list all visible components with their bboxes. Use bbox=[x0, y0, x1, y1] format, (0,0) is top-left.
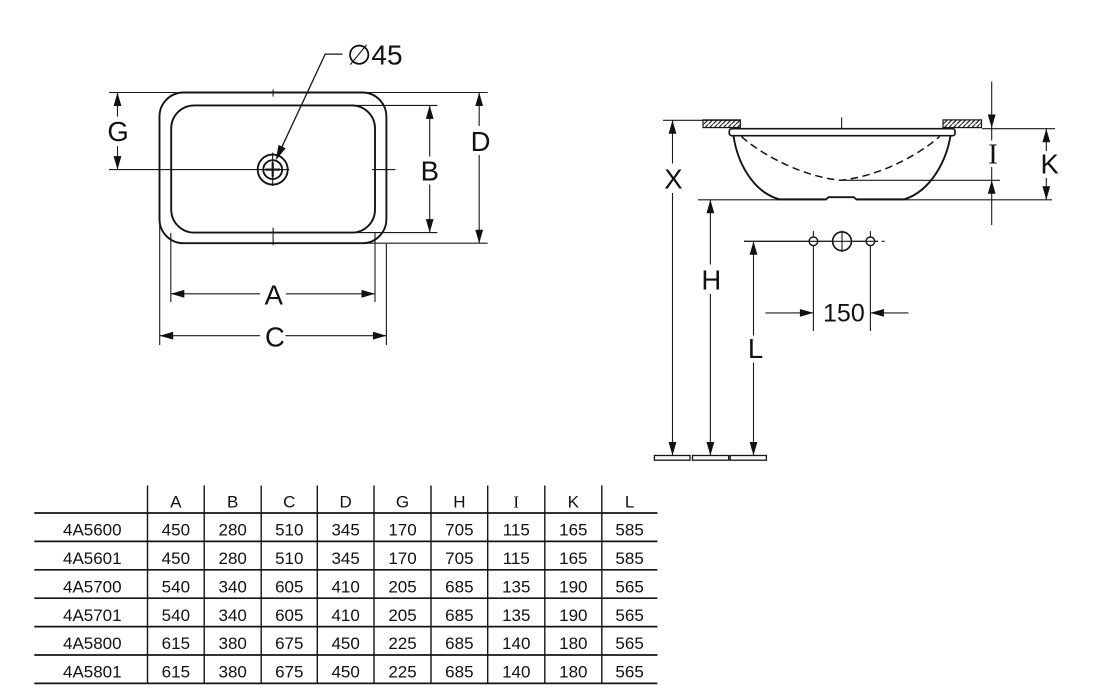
svg-text:135: 135 bbox=[502, 606, 530, 625]
svg-text:B: B bbox=[421, 156, 439, 187]
svg-text:115: 115 bbox=[503, 549, 530, 568]
svg-text:170: 170 bbox=[388, 549, 416, 568]
svg-text:345: 345 bbox=[331, 521, 359, 540]
svg-text:380: 380 bbox=[219, 634, 247, 653]
svg-text:585: 585 bbox=[615, 549, 643, 568]
svg-text:565: 565 bbox=[615, 663, 643, 682]
svg-text:H: H bbox=[453, 493, 465, 512]
svg-text:115: 115 bbox=[503, 521, 530, 540]
svg-text:225: 225 bbox=[388, 634, 416, 653]
svg-text:190: 190 bbox=[559, 577, 587, 596]
svg-text:705: 705 bbox=[445, 549, 473, 568]
svg-text:140: 140 bbox=[502, 663, 530, 682]
svg-text:605: 605 bbox=[275, 577, 303, 596]
svg-text:565: 565 bbox=[615, 634, 643, 653]
svg-text:340: 340 bbox=[219, 606, 247, 625]
svg-text:165: 165 bbox=[559, 521, 587, 540]
svg-text:L: L bbox=[625, 493, 634, 512]
svg-text:4A5801: 4A5801 bbox=[63, 663, 122, 682]
svg-text:205: 205 bbox=[388, 577, 416, 596]
svg-text:D: D bbox=[471, 126, 491, 157]
svg-text:4A5701: 4A5701 bbox=[63, 606, 122, 625]
svg-text:565: 565 bbox=[615, 606, 643, 625]
svg-text:150: 150 bbox=[823, 299, 865, 327]
svg-text:280: 280 bbox=[219, 521, 247, 540]
svg-text:180: 180 bbox=[559, 663, 587, 682]
svg-text:4A5700: 4A5700 bbox=[63, 577, 122, 596]
svg-text:I: I bbox=[513, 493, 519, 512]
svg-text:190: 190 bbox=[559, 606, 587, 625]
svg-text:A: A bbox=[265, 279, 284, 310]
svg-text:140: 140 bbox=[502, 634, 530, 653]
svg-text:A: A bbox=[170, 493, 182, 512]
svg-text:K: K bbox=[1041, 149, 1060, 180]
svg-text:605: 605 bbox=[275, 606, 303, 625]
svg-text:180: 180 bbox=[559, 634, 587, 653]
svg-text:4A5600: 4A5600 bbox=[63, 521, 122, 540]
svg-text:165: 165 bbox=[559, 549, 587, 568]
svg-text:L: L bbox=[748, 333, 763, 364]
svg-text:380: 380 bbox=[219, 663, 247, 682]
svg-text:510: 510 bbox=[275, 521, 303, 540]
svg-text:205: 205 bbox=[388, 606, 416, 625]
svg-text:C: C bbox=[265, 322, 285, 353]
svg-text:615: 615 bbox=[162, 634, 190, 653]
svg-text:4A5800: 4A5800 bbox=[63, 634, 122, 653]
svg-text:D: D bbox=[340, 493, 352, 512]
svg-text:685: 685 bbox=[445, 606, 473, 625]
svg-text:K: K bbox=[568, 493, 580, 512]
svg-text:675: 675 bbox=[275, 663, 303, 682]
svg-text:450: 450 bbox=[162, 521, 190, 540]
svg-text:170: 170 bbox=[388, 521, 416, 540]
svg-text:510: 510 bbox=[275, 549, 303, 568]
svg-text:4A5601: 4A5601 bbox=[63, 549, 122, 568]
svg-text:225: 225 bbox=[388, 663, 416, 682]
svg-text:280: 280 bbox=[219, 549, 247, 568]
svg-text:I: I bbox=[988, 140, 998, 171]
svg-text:410: 410 bbox=[331, 577, 359, 596]
svg-text:685: 685 bbox=[445, 634, 473, 653]
svg-text:345: 345 bbox=[331, 549, 359, 568]
svg-text:410: 410 bbox=[331, 606, 359, 625]
svg-text:540: 540 bbox=[162, 577, 190, 596]
svg-text:565: 565 bbox=[615, 577, 643, 596]
svg-text:H: H bbox=[701, 264, 721, 295]
svg-text:G: G bbox=[396, 493, 409, 512]
svg-text:450: 450 bbox=[331, 663, 359, 682]
svg-text:340: 340 bbox=[219, 577, 247, 596]
svg-text:∅45: ∅45 bbox=[347, 40, 403, 71]
svg-text:705: 705 bbox=[445, 521, 473, 540]
svg-text:C: C bbox=[283, 493, 295, 512]
svg-text:B: B bbox=[227, 493, 238, 512]
svg-text:675: 675 bbox=[275, 634, 303, 653]
svg-text:585: 585 bbox=[615, 521, 643, 540]
svg-text:685: 685 bbox=[445, 663, 473, 682]
svg-text:450: 450 bbox=[331, 634, 359, 653]
svg-text:685: 685 bbox=[445, 577, 473, 596]
svg-text:135: 135 bbox=[502, 577, 530, 596]
svg-text:615: 615 bbox=[162, 663, 190, 682]
svg-text:X: X bbox=[664, 163, 682, 194]
svg-text:G: G bbox=[107, 116, 128, 147]
svg-text:450: 450 bbox=[162, 549, 190, 568]
svg-text:540: 540 bbox=[162, 606, 190, 625]
